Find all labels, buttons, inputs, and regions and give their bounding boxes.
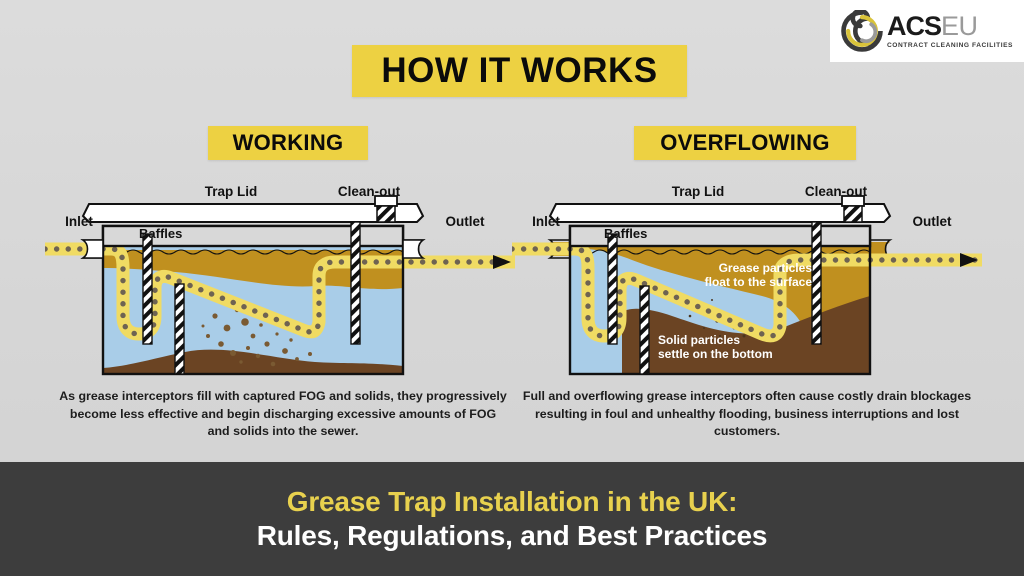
baffle-middle [639,285,650,375]
footer-title-bar: Grease Trap Installation in the UK: Rule… [0,462,1024,576]
brand-name-secondary: EU [941,10,978,41]
caption-working: As grease interceptors fill with capture… [59,389,507,439]
annotation-grease-float-line1: Grease particles [719,261,813,275]
caption-overflowing: Full and overflowing grease interceptors… [522,389,972,439]
brand-tagline: CONTRACT CLEANING FACILITIES [886,41,1014,49]
baffle-outlet [811,221,822,345]
label-outlet: Outlet [446,214,486,229]
baffle-middle [174,283,185,375]
brand-logo: ACS EU CONTRACT CLEANING FACILITIES [830,0,1024,62]
label-outlet: Outlet [913,214,953,229]
panel-title-working: WORKING [208,126,368,160]
label-clean-out: Clean-out [338,184,401,199]
footer-title-line2: Rules, Regulations, and Best Practices [256,520,768,551]
annotation-solids-settle-line2: settle on the bottom [658,347,773,361]
label-baffles: Baffles [139,226,182,241]
outflow-arrow-icon [493,255,511,269]
diagram-overflowing-grease-trap: Grease particles float to the surface So… [512,176,982,376]
label-clean-out: Clean-out [805,184,868,199]
label-inlet: Inlet [532,214,560,229]
annotation-solids-settle-line1: Solid particles [658,333,740,347]
flow-path-working [45,242,515,341]
flow-path-overflowing [512,242,982,343]
annotation-grease-float-line2: float to the surface [705,275,813,289]
spiral-swirl-icon [841,10,883,52]
outflow-arrow-icon [960,253,978,267]
panel-title-overflowing: OVERFLOWING [634,126,856,160]
baffle-inlet [607,233,618,345]
page-title: HOW IT WORKS [352,45,687,97]
baffle-outlet [350,221,361,345]
label-inlet: Inlet [65,214,93,229]
label-trap-lid: Trap Lid [205,184,258,199]
label-baffles: Baffles [604,226,647,241]
brand-name-primary: ACS [886,10,942,41]
diagram-working-grease-trap: Trap Lid Clean-out Inlet Outlet Baffles [45,176,515,376]
baffle-inlet [142,233,153,345]
label-trap-lid: Trap Lid [672,184,725,199]
footer-title-line1: Grease Trap Installation in the UK: [286,486,738,517]
